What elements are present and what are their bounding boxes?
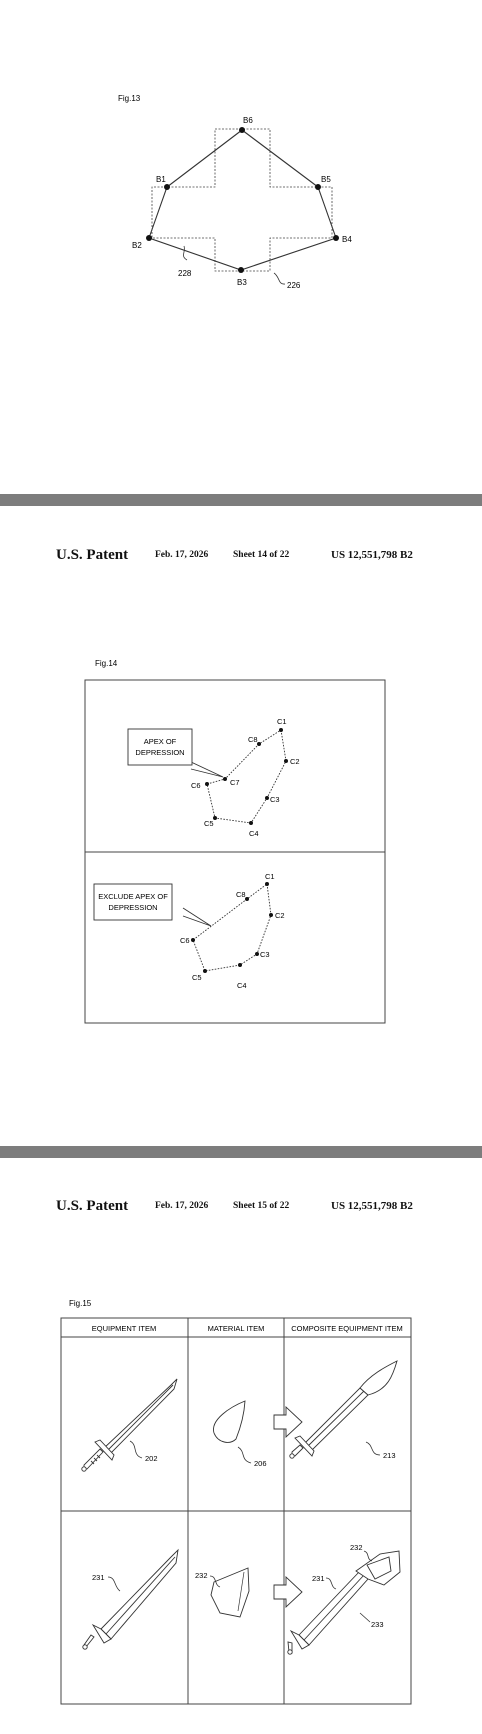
bottom-label-c1: C1 — [265, 872, 275, 881]
bottom-polygon — [191, 882, 273, 973]
column-header-equipment: EQUIPMENT ITEM — [92, 1324, 156, 1333]
ref-232-composite: 232 — [350, 1543, 363, 1552]
patent-title: U.S. Patent — [56, 547, 129, 563]
fig-14-label: Fig.14 — [95, 659, 118, 668]
point-b3 — [238, 267, 244, 273]
label-b3: B3 — [237, 278, 247, 287]
leader-228 — [183, 245, 188, 261]
page-divider-2 — [0, 1146, 482, 1158]
blade-illustration — [82, 1548, 179, 1650]
leader-233 — [359, 1612, 371, 1623]
leader-231-composite — [325, 1577, 337, 1590]
top-callout-line-2: DEPRESSION — [135, 748, 184, 757]
bottom-label-c4: C4 — [237, 981, 247, 990]
bottom-label-c6: C6 — [180, 936, 190, 945]
ref-228: 228 — [178, 269, 192, 278]
sheet-number: Sheet 14 of 22 — [233, 550, 290, 560]
top-label-c7: C7 — [230, 778, 240, 787]
cross-outline — [151, 128, 333, 272]
sheet-15-header: U.S. Patent Feb. 17, 2026 Sheet 15 of 22… — [0, 1198, 482, 1218]
point-b5 — [315, 184, 321, 190]
top-callout-box — [127, 728, 193, 766]
leader-206 — [237, 1446, 252, 1464]
leader-213 — [365, 1441, 381, 1456]
top-label-c1: C1 — [277, 717, 287, 726]
patent-title: U.S. Patent — [56, 1198, 129, 1214]
sheet-14-header: U.S. Patent Feb. 17, 2026 Sheet 14 of 22… — [0, 547, 482, 567]
composite-blade-illustration — [287, 1550, 401, 1655]
bottom-label-c2: C2 — [275, 911, 285, 920]
leader-226 — [273, 272, 286, 285]
bottom-label-c8: C8 — [236, 890, 246, 899]
material-2-illustration — [210, 1567, 250, 1618]
label-b4: B4 — [342, 235, 352, 244]
page-divider-1 — [0, 494, 482, 506]
bottom-callout-pointer — [182, 907, 212, 927]
ref-202: 202 — [145, 1454, 158, 1463]
fig-15-label: Fig.15 — [69, 1299, 92, 1308]
point-b6 — [239, 127, 245, 133]
label-b6: B6 — [243, 116, 253, 125]
leader-202 — [129, 1440, 143, 1459]
figure-15: Fig.15 EQUIPMENT ITEM MATERIAL ITEM COMP… — [60, 1299, 412, 1705]
composite-sword-illustration — [289, 1360, 398, 1459]
hexagon-outline — [148, 129, 337, 271]
fig-13-label: Fig.13 — [118, 94, 141, 103]
patent-date: Feb. 17, 2026 — [155, 550, 209, 560]
bottom-callout-line-2: DEPRESSION — [108, 903, 157, 912]
point-b2 — [146, 235, 152, 241]
ref-226: 226 — [287, 281, 301, 290]
arrow-icon — [273, 1575, 303, 1609]
ref-231: 231 — [92, 1573, 105, 1582]
leader-231 — [107, 1576, 121, 1592]
point-b1 — [164, 184, 170, 190]
top-label-c8: C8 — [248, 735, 258, 744]
label-b2: B2 — [132, 241, 142, 250]
bottom-callout-line-1: EXCLUDE APEX OF — [98, 892, 168, 901]
point-b4 — [333, 235, 339, 241]
top-callout-line-1: APEX OF — [144, 737, 177, 746]
sword-illustration — [81, 1378, 178, 1472]
column-header-composite: COMPOSITE EQUIPMENT ITEM — [291, 1324, 403, 1333]
label-b1: B1 — [156, 175, 166, 184]
ref-213: 213 — [383, 1451, 396, 1460]
figure-14: Fig.14 C1 C2 C3 C4 C5 C6 C7 C8 APEX OF D… — [84, 659, 386, 1024]
sheet-number: Sheet 15 of 22 — [233, 1201, 290, 1211]
label-b5: B5 — [321, 175, 331, 184]
top-label-c5: C5 — [204, 819, 214, 828]
bottom-label-c5: C5 — [192, 973, 202, 982]
patent-date: Feb. 17, 2026 — [155, 1201, 209, 1211]
column-header-material: MATERIAL ITEM — [208, 1324, 265, 1333]
material-2-inner-line — [237, 1571, 245, 1612]
leader-232-composite — [363, 1550, 373, 1562]
ref-232-material: 232 — [195, 1571, 208, 1580]
top-label-c6: C6 — [191, 781, 201, 790]
top-polygon — [205, 728, 288, 825]
top-callout-pointer — [190, 761, 224, 778]
material-illustration — [213, 1400, 246, 1443]
top-label-c3: C3 — [270, 795, 280, 804]
figure-13: Fig.13 B6 B5 B4 B3 B2 B1 228 226 — [118, 94, 352, 290]
ref-233: 233 — [371, 1620, 384, 1629]
leader-232-material — [209, 1575, 221, 1588]
top-label-c4: C4 — [249, 829, 259, 838]
patent-number: US 12,551,798 B2 — [331, 1200, 413, 1212]
top-label-c2: C2 — [290, 757, 300, 766]
ref-206: 206 — [254, 1459, 267, 1468]
patent-number: US 12,551,798 B2 — [331, 549, 413, 561]
ref-231-composite: 231 — [312, 1574, 325, 1583]
bottom-callout-box — [93, 883, 173, 921]
arrow-icon — [273, 1405, 303, 1439]
bottom-label-c3: C3 — [260, 950, 270, 959]
